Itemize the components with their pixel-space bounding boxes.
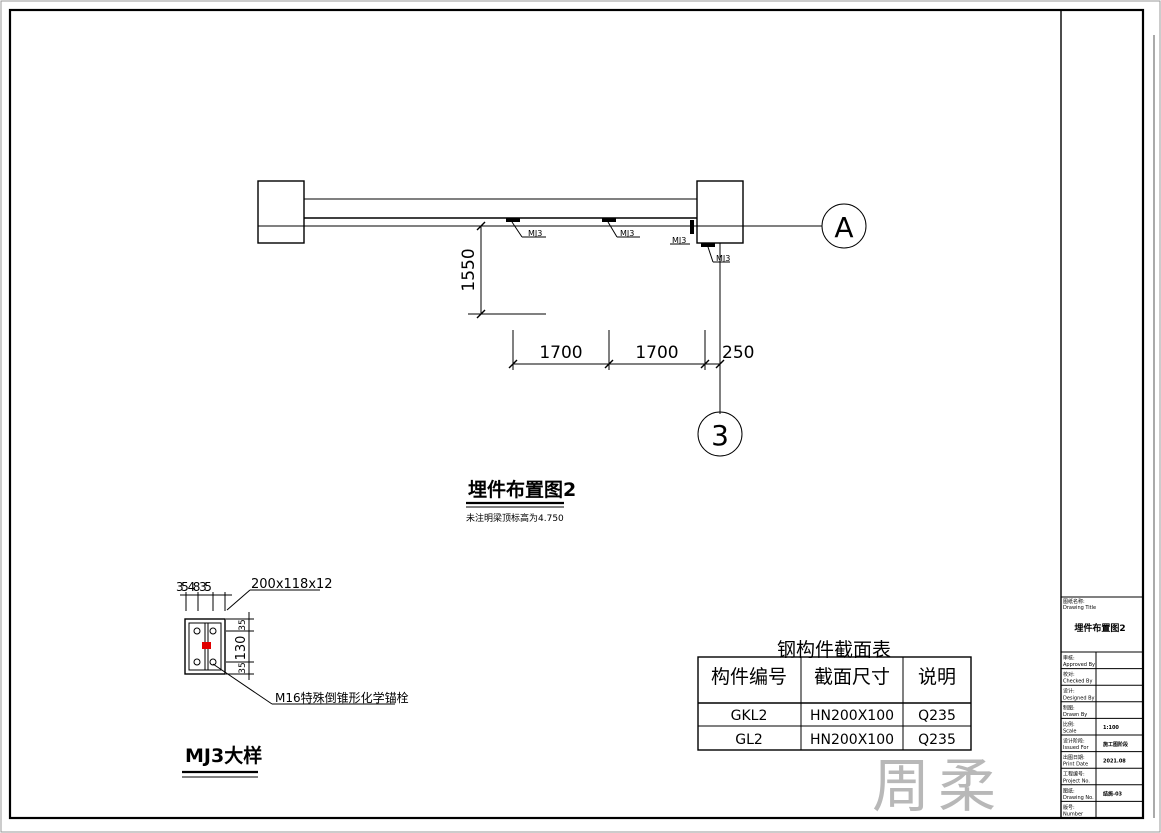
embed-leader-2 bbox=[607, 221, 618, 238]
embed-mark-4 bbox=[701, 243, 715, 247]
steel-member-table: 钢构件截面表 构件编号 截面尺寸 说明 GKL2 HN200X100 Q235 … bbox=[697, 639, 972, 751]
table-cell-r2-c2: HN200X100 bbox=[810, 732, 894, 748]
tb-row-label-cn: 校对: bbox=[1063, 671, 1075, 678]
table-header-2: 截面尺寸 bbox=[814, 666, 890, 688]
tb-row-value: 结施-03 bbox=[1103, 791, 1123, 798]
tb-row-label-cn: 图纸: bbox=[1063, 787, 1075, 794]
title-block: 图纸名称: Drawing Title 埋件布置图2 审核:Approved B… bbox=[1061, 596, 1143, 818]
detail-top-dims: 35 48 35 bbox=[176, 580, 211, 594]
table-cell-r2-c1: GL2 bbox=[735, 732, 763, 748]
table-cell-r1-c2: HN200X100 bbox=[810, 708, 894, 724]
weld-highlight bbox=[202, 642, 211, 649]
embed-mark-1 bbox=[506, 218, 520, 222]
plate-spec: 200x118x12 bbox=[251, 577, 333, 592]
dim-horiz-tick-1 bbox=[508, 359, 518, 369]
tb-row-label-cn: 比例: bbox=[1063, 721, 1075, 728]
tb-row-label-en: Approved By bbox=[1063, 662, 1095, 668]
dim-horiz-tick-2 bbox=[604, 359, 614, 369]
tb-row-label-en: Designed By bbox=[1063, 695, 1095, 701]
embed-plan: A 3 MJ3 MJ3 MJ3 MJ3 1550 bbox=[257, 180, 867, 524]
tb-row-label-cn: 制图: bbox=[1063, 704, 1075, 711]
bolt-hole-4 bbox=[209, 658, 217, 666]
mj3-detail: 35 48 35 130 35 35 200x118x12 M16特殊倒锥形化学… bbox=[176, 577, 409, 778]
dim-horiz-tick-3 bbox=[700, 359, 710, 369]
tb-row-label-en: Issued For bbox=[1063, 745, 1089, 751]
plan-note: 未注明梁顶标高为4.750 bbox=[466, 512, 564, 524]
embed-label-4: MJ3 bbox=[716, 254, 730, 263]
table-header-3: 说明 bbox=[918, 666, 956, 688]
table-title: 钢构件截面表 bbox=[777, 639, 891, 661]
tb-row-label-en: Checked By bbox=[1063, 679, 1092, 685]
tb-drawing-title-cn: 图纸名称: bbox=[1063, 598, 1085, 605]
table-cell-r1-c3: Q235 bbox=[918, 708, 956, 724]
embed-label-2: MJ3 bbox=[620, 229, 634, 238]
dim-vert-tick-2 bbox=[476, 309, 486, 319]
embed-label-1: MJ3 bbox=[528, 229, 542, 238]
anchor-leader bbox=[212, 663, 273, 705]
tb-row-label-cn: 版号: bbox=[1063, 804, 1075, 811]
tb-row-label-en: Number bbox=[1063, 812, 1084, 818]
tb-drawing-title-value: 埋件布置图2 bbox=[1074, 622, 1125, 634]
bolt-hole-1 bbox=[193, 627, 201, 635]
axis-3-label: 3 bbox=[711, 419, 729, 452]
tb-row-label-cn: 出图日期: bbox=[1063, 754, 1085, 761]
tb-row-label-cn: 审核: bbox=[1063, 654, 1075, 661]
tb-row-label-cn: 设计阶段: bbox=[1063, 737, 1085, 744]
embed-plate bbox=[184, 618, 226, 675]
dim-vert-tick-1 bbox=[476, 221, 486, 231]
dim-horiz-tick-4 bbox=[715, 359, 725, 369]
sheet-frame bbox=[8, 8, 1145, 820]
tb-row-value: 1:100 bbox=[1103, 725, 1119, 731]
tb-row-value: 施工图阶段 bbox=[1102, 741, 1128, 748]
axis-a-label: A bbox=[834, 211, 853, 244]
column-left bbox=[257, 180, 305, 244]
table-cell-r2-c3: Q235 bbox=[918, 732, 956, 748]
tb-row-value: 2021.08 bbox=[1103, 758, 1126, 764]
axis-a-bubble bbox=[821, 203, 867, 249]
dim-span-3: 250 bbox=[722, 343, 754, 363]
watermark: 周柔 bbox=[872, 752, 1004, 820]
plan-title: 埋件布置图2 bbox=[468, 478, 576, 501]
detail-side-dim-35b: 35 bbox=[238, 662, 248, 673]
tb-row-label-en: Drawing No. bbox=[1063, 795, 1094, 801]
dim-span-1: 1700 bbox=[539, 343, 582, 363]
detail-side-dim-130: 130 bbox=[234, 636, 249, 661]
embed-label-3: MJ3 bbox=[672, 236, 686, 245]
embed-leader-4 bbox=[707, 246, 714, 263]
column-right bbox=[696, 180, 744, 244]
embed-mark-3 bbox=[690, 220, 694, 234]
tb-row-label-en: Scale bbox=[1063, 729, 1076, 735]
embed-mark-2 bbox=[602, 218, 616, 222]
detail-side-dim-35a: 35 bbox=[238, 619, 248, 630]
table-cell-r1-c1: GKL2 bbox=[731, 708, 768, 724]
axis-3-bubble bbox=[697, 411, 743, 457]
tb-row-label-en: Print Date bbox=[1063, 762, 1088, 768]
dim-vert-value: 1550 bbox=[459, 248, 479, 291]
tb-row-label-cn: 工程编号: bbox=[1063, 771, 1085, 778]
bolt-hole-2 bbox=[209, 627, 217, 635]
plate-leader bbox=[226, 589, 251, 611]
tb-row-label-en: Project No. bbox=[1063, 778, 1090, 784]
anchor-note: M16特殊倒锥形化学锚栓 bbox=[275, 690, 409, 705]
tb-rows: 审核:Approved By 校对:Checked By 设计:Designed B… bbox=[1061, 654, 1143, 818]
tb-drawing-title-en: Drawing Title bbox=[1063, 605, 1096, 611]
table-header-1: 构件编号 bbox=[711, 666, 787, 688]
dim-span-2: 1700 bbox=[635, 343, 678, 363]
bolt-hole-3 bbox=[193, 658, 201, 666]
embed-leader-1 bbox=[511, 221, 523, 238]
tb-row-label-cn: 设计: bbox=[1063, 688, 1075, 695]
tb-row-label-en: Drawn By bbox=[1063, 712, 1087, 718]
detail-title: MJ3大样 bbox=[185, 744, 262, 767]
